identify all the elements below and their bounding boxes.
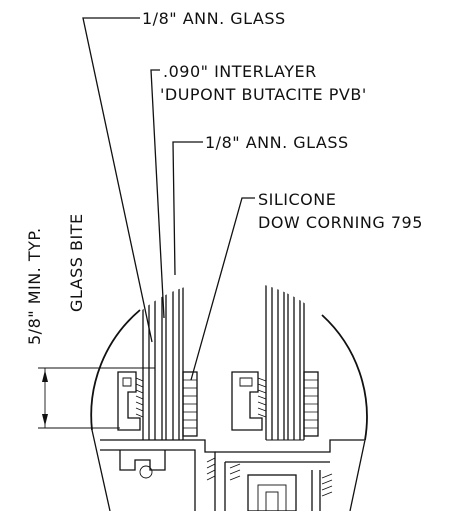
label-bite-dimension: 5/8" MIN. TYP. — [25, 227, 44, 345]
leader-outer-glass — [82, 17, 153, 343]
label-silicone-line1: SILICONE — [258, 190, 336, 209]
leader-inner-glass — [172, 141, 203, 276]
right-silicone-bead — [303, 371, 319, 437]
label-silicone-line2: DOW CORNING 795 — [258, 213, 423, 232]
leader-interlayer — [150, 69, 165, 319]
detail-circle — [90, 309, 368, 511]
label-inner-glass: 1/8" ANN. GLASS — [205, 133, 349, 152]
left-silicone-bead — [182, 371, 198, 437]
right-glass-unit — [265, 280, 305, 441]
leader-silicone — [190, 197, 255, 381]
label-outer-glass: 1/8" ANN. GLASS — [142, 9, 286, 28]
left-gasket — [117, 371, 144, 431]
bite-dimension-line — [38, 367, 155, 429]
leader-lines — [82, 17, 255, 381]
label-interlayer-line1: .090" INTERLAYER — [163, 62, 317, 81]
mullion-extrusion — [100, 439, 365, 511]
label-bite-name: GLASS BITE — [67, 213, 86, 312]
right-gasket — [231, 371, 267, 431]
label-interlayer-line2: 'DUPONT BUTACITE PVB' — [160, 85, 367, 104]
